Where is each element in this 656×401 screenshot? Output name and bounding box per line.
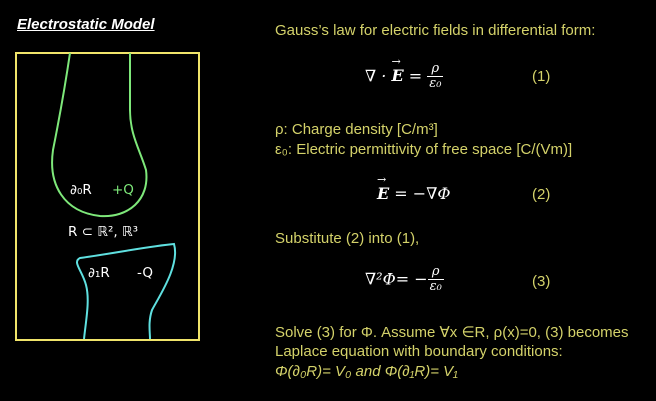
equation-1-lhs: ∇ ·: [365, 66, 392, 86]
equation-3-numerator: ρ: [431, 264, 440, 279]
lower-boundary-label: ∂₁R: [88, 265, 110, 281]
region-label: R ⊂ ℝ², ℝ³: [68, 224, 138, 240]
equation-3-tag: (3): [532, 273, 551, 290]
upper-charge-label: +Q: [112, 182, 134, 198]
equation-1-vector: E: [391, 66, 403, 85]
substitute-text: Substitute (2) into (1),: [275, 230, 420, 247]
permittivity-definition: ε₀: Electric permittivity of free space …: [275, 141, 573, 158]
upper-boundary-curve: [51, 52, 148, 218]
lower-boundary-curve: [76, 242, 177, 340]
gauss-law-intro: Gauss’s law for electric fields in diffe…: [275, 22, 596, 39]
equation-1-tag: (1): [532, 68, 551, 85]
equation-1: ∇ · E = ρε₀: [365, 61, 444, 92]
diagram-frame: [15, 52, 200, 341]
charge-density-definition: ρ: Charge density [C/m³]: [275, 121, 438, 138]
slide-title: Electrostatic Model: [17, 16, 155, 33]
equation-1-numerator: ρ: [431, 61, 440, 76]
explanation-panel: Gauss’s law for electric fields in diffe…: [275, 0, 655, 401]
upper-boundary-label: ∂₀R: [70, 182, 92, 198]
solve-text-line-2: Laplace equation with boundary condition…: [275, 343, 563, 360]
lower-charge-label: -Q: [137, 265, 153, 281]
equation-2-vector: E: [377, 184, 389, 203]
equation-1-denominator: ε₀: [427, 76, 444, 92]
equation-2-tag: (2): [532, 186, 551, 203]
equation-3-lhs: ∇²Φ= −: [365, 269, 428, 289]
equation-1-equals: =: [403, 66, 428, 86]
solve-text-line-1: Solve (3) for Φ. Assume ∀x ∈R, ρ(x)=0, (…: [275, 324, 629, 341]
boundary-conditions: Φ(∂₀R)= V₀ and Φ(∂₁R)= V₁: [275, 363, 458, 380]
equation-3-denominator: ε₀: [427, 279, 444, 295]
equation-2-rhs: = −∇Φ: [389, 184, 451, 203]
equation-2: E = −∇Φ: [377, 184, 450, 203]
